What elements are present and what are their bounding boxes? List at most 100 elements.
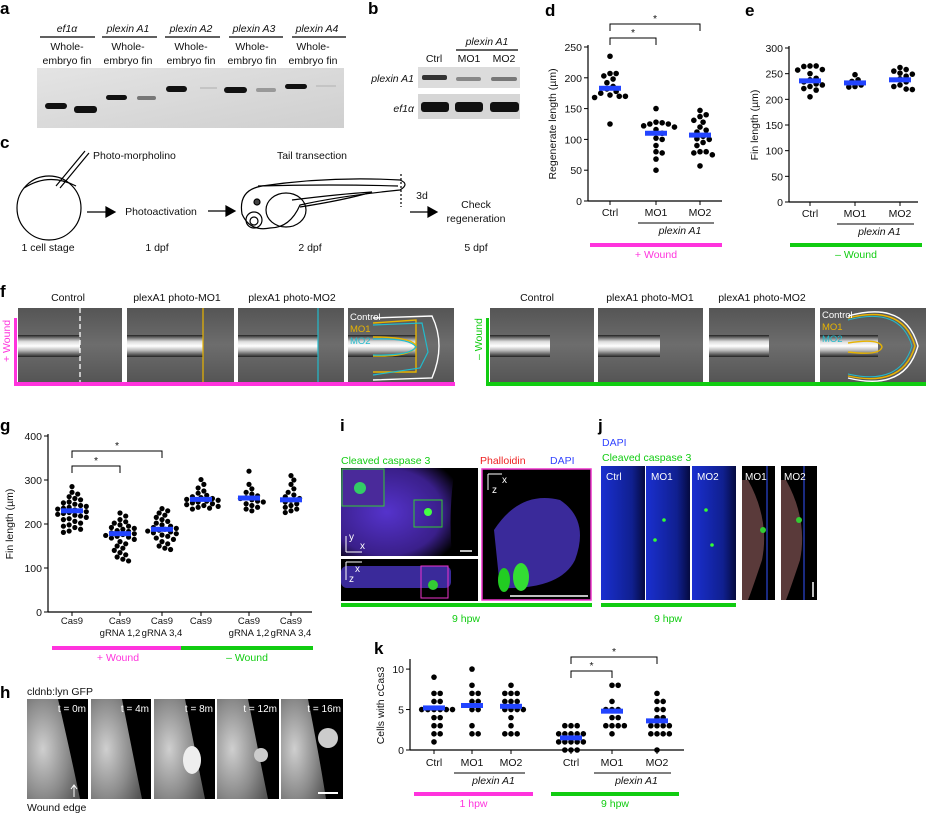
- data-point: [294, 506, 300, 512]
- data-point: [117, 510, 123, 516]
- fin-image-control: [18, 308, 122, 382]
- gene-label: plexin A3: [232, 23, 276, 35]
- data-point: [120, 545, 126, 551]
- wound-edge-label: Wound edge: [27, 802, 87, 814]
- legend-control: Control: [350, 312, 381, 323]
- mean-bar: [109, 531, 131, 537]
- series-1: [640, 105, 678, 173]
- lane-label: MO2: [493, 53, 516, 65]
- data-point: [153, 514, 159, 521]
- data-point: [145, 528, 151, 534]
- panel-f-wound: Control plexA1 photo-MO1 plexA1 photo-MO…: [1, 292, 455, 386]
- y-tick-label: 0: [36, 607, 42, 619]
- data-point: [597, 90, 604, 96]
- axis-label: x: [360, 541, 365, 552]
- data-point: [66, 494, 72, 500]
- data-point: [508, 690, 514, 697]
- data-point: [72, 524, 78, 531]
- cc3-label: Cleaved caspase 3: [602, 452, 691, 464]
- data-point: [123, 513, 129, 519]
- data-point: [508, 698, 514, 705]
- legend-mo2: MO2: [822, 334, 843, 345]
- sample-label: Whole-: [235, 41, 269, 53]
- data-point: [653, 148, 659, 155]
- fin-outline-overlay: Control MO1 MO2: [348, 308, 454, 382]
- larva-drawing: [240, 174, 406, 230]
- y-tick-label: 200: [765, 94, 783, 106]
- data-point: [114, 543, 120, 549]
- y-tick-label: 10: [392, 664, 404, 676]
- data-point: [615, 714, 621, 721]
- data-point: [653, 167, 659, 173]
- data-point: [574, 747, 580, 753]
- data-point: [288, 508, 294, 514]
- y-tick-label: 200: [564, 73, 582, 85]
- data-point: [249, 491, 255, 497]
- y-axis-label: Regenerate length (µm): [547, 68, 559, 179]
- data-point: [77, 502, 84, 509]
- wound-minus-bar: [486, 382, 926, 386]
- condition-bar: [181, 646, 313, 650]
- data-point: [125, 523, 132, 529]
- data-point: [604, 79, 610, 86]
- category-label: Cas9: [238, 616, 260, 627]
- data-point: [60, 517, 67, 523]
- legend-mo1: MO1: [822, 322, 843, 333]
- mean-bar: [844, 80, 866, 86]
- xy-image: y x: [341, 468, 478, 556]
- category-label: MO2: [689, 207, 712, 219]
- data-point: [431, 674, 437, 680]
- data-point: [909, 86, 916, 93]
- panel-j-confocal: DAPI Cleaved caspase 3 Ctrl MO1 MO2 MO1 …: [601, 437, 817, 625]
- data-point: [609, 698, 615, 705]
- data-point: [666, 722, 673, 729]
- data-point: [514, 690, 520, 697]
- wound-edge-arrow-icon: [70, 784, 78, 797]
- y-tick-label: 150: [564, 104, 582, 116]
- data-point: [291, 492, 297, 498]
- data-point: [83, 503, 89, 509]
- y-tick-label: 300: [765, 43, 783, 55]
- axis-label: z: [349, 574, 354, 585]
- xy-image-mo2: MO2: [692, 466, 736, 600]
- mean-bar: [280, 497, 302, 503]
- data-point: [111, 547, 117, 554]
- image-title: plexA1 photo-MO2: [248, 292, 336, 304]
- image-title: plexA1 photo-MO1: [606, 292, 694, 304]
- group-label: plexin A1: [857, 226, 901, 238]
- data-point: [60, 523, 67, 529]
- data-point: [77, 497, 84, 503]
- data-point: [502, 731, 508, 737]
- y-tick-label: 50: [570, 165, 582, 177]
- data-point: [609, 722, 615, 729]
- data-point: [108, 524, 115, 531]
- y-axis-label: Cells with cCas3: [375, 667, 387, 745]
- data-point: [131, 531, 137, 537]
- data-point: [294, 501, 300, 507]
- data-point: [254, 504, 261, 510]
- data-point: [607, 70, 613, 77]
- photo-morpholino-label: Photo-morpholino: [93, 150, 176, 162]
- data-point: [580, 731, 587, 737]
- y-tick-label: 50: [771, 171, 783, 183]
- data-point: [173, 531, 179, 537]
- data-point: [111, 520, 117, 526]
- data-point: [431, 698, 437, 705]
- data-point: [909, 71, 916, 77]
- category-label: MO2: [646, 757, 669, 769]
- data-point: [159, 522, 165, 528]
- data-point: [666, 731, 673, 737]
- data-point: [66, 516, 72, 522]
- data-point: [697, 163, 703, 169]
- mean-bar: [646, 718, 668, 724]
- data-point: [243, 506, 249, 512]
- data-point: [437, 714, 443, 721]
- y-tick-label: 0: [576, 196, 582, 208]
- data-point: [291, 486, 297, 492]
- data-point: [613, 70, 619, 77]
- data-point: [282, 509, 288, 516]
- category-label: Cas9: [109, 616, 131, 627]
- data-point: [469, 706, 475, 713]
